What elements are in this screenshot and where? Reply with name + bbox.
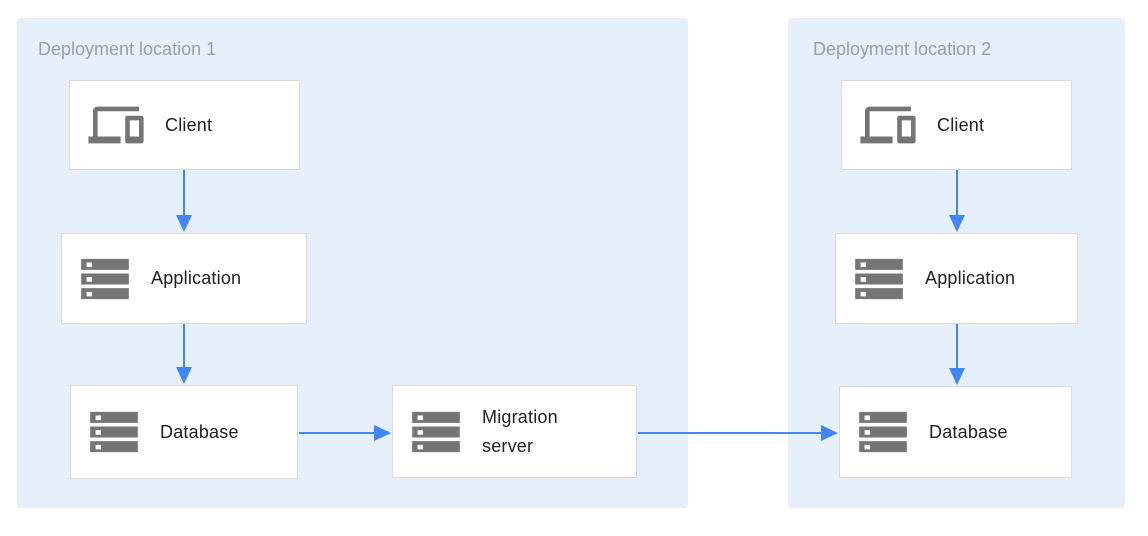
- arrow-head-down: [176, 215, 192, 232]
- storage-icon: [859, 411, 907, 453]
- node-application-2: Application: [835, 233, 1078, 324]
- arrow-database1-to-migration-server: [299, 425, 391, 441]
- node-client-1-label: Client: [165, 114, 213, 135]
- arrow-shaft: [956, 324, 958, 370]
- node-application-1-label: Application: [151, 268, 242, 288]
- arrow-shaft: [299, 432, 376, 434]
- arrow-application1-to-database1: [176, 324, 192, 384]
- arrow-head-down: [949, 215, 965, 232]
- node-database-2-label: Database: [929, 421, 1008, 442]
- node-client-2-label: Client: [937, 114, 985, 135]
- storage-icon: [412, 411, 460, 452]
- storage-icon: [855, 258, 903, 299]
- region-2-label: Deployment location 2: [813, 39, 992, 59]
- node-migration-server: Migration server: [392, 385, 637, 478]
- region-1-label: Deployment location 1: [38, 39, 217, 59]
- node-client-2: Client: [841, 80, 1072, 170]
- arrow-shaft: [638, 432, 823, 434]
- arrow-shaft: [183, 324, 185, 369]
- arrow-head-down: [949, 368, 965, 385]
- storage-icon: [81, 258, 129, 299]
- node-application-2-label: Application: [925, 268, 1016, 288]
- node-database-2: Database: [839, 386, 1072, 478]
- arrow-migration-server-to-database2: [638, 425, 838, 441]
- arrow-head-right: [374, 425, 391, 441]
- arrow-client2-to-application2: [949, 170, 965, 232]
- arrow-head-down: [176, 367, 192, 384]
- node-database-1-label: Database: [160, 421, 239, 442]
- devices-icon: [860, 106, 916, 144]
- node-database-1: Database: [70, 385, 298, 479]
- arrow-application2-to-database2: [949, 324, 965, 385]
- node-application-1: Application: [61, 233, 307, 324]
- arrow-shaft: [956, 170, 958, 217]
- node-client-1: Client: [69, 80, 300, 170]
- node-migration-server-label: Migration server: [482, 406, 558, 456]
- devices-icon: [88, 106, 144, 144]
- arrow-head-right: [821, 425, 838, 441]
- storage-icon: [90, 411, 138, 453]
- arrow-client1-to-application1: [176, 170, 192, 232]
- arrow-shaft: [183, 170, 185, 217]
